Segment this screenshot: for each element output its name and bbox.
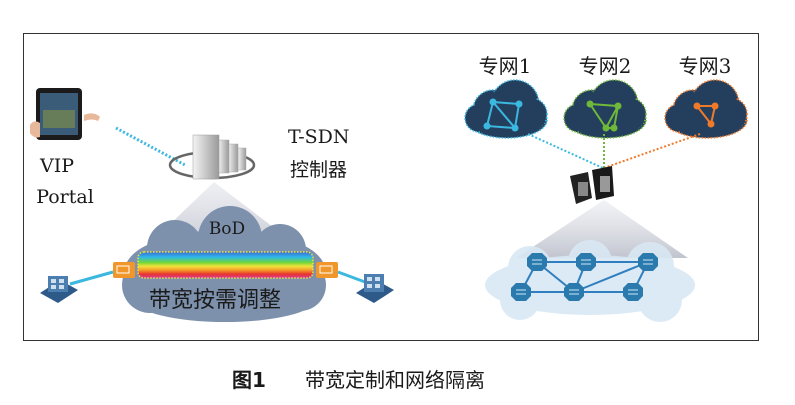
topology-link bbox=[486, 125, 516, 129]
topology-link bbox=[605, 105, 619, 129]
network-label-3: 专网3 bbox=[679, 54, 732, 78]
network-label-2: 专网2 bbox=[579, 54, 632, 78]
switch-node-icon bbox=[527, 253, 547, 271]
topology-node bbox=[602, 124, 610, 132]
topology-link bbox=[696, 105, 712, 125]
topology-node bbox=[483, 122, 491, 130]
building-icon bbox=[40, 276, 78, 303]
topology-link bbox=[486, 101, 494, 127]
edge-router-icon bbox=[113, 262, 135, 278]
access-link bbox=[69, 270, 114, 286]
network-link-1 bbox=[527, 133, 604, 169]
edge-router-icon bbox=[316, 262, 338, 278]
portal-label: VIP bbox=[39, 155, 74, 177]
server-icon bbox=[570, 166, 614, 204]
switch-node-icon bbox=[576, 253, 596, 271]
bod-label: BoD bbox=[209, 219, 245, 239]
transport-network-cloud bbox=[485, 240, 695, 322]
controller-server-icon bbox=[168, 134, 256, 180]
caption-title: 带宽定制和网络隔离 bbox=[305, 368, 485, 392]
controller-label-2: 控制器 bbox=[290, 159, 347, 181]
private-network-cloud-3 bbox=[664, 79, 748, 139]
switch-node-icon bbox=[623, 283, 643, 301]
switch-node-icon bbox=[564, 283, 584, 301]
network-link bbox=[573, 261, 649, 293]
controller-label: T-SDN bbox=[288, 126, 350, 148]
topology-node bbox=[489, 98, 497, 106]
topology-link bbox=[613, 105, 619, 129]
caption-number: 图1 bbox=[232, 368, 266, 392]
bandwidth-tube bbox=[137, 251, 314, 279]
private-network-cloud-1 bbox=[464, 79, 548, 139]
topology-node bbox=[515, 100, 523, 108]
network-label-1: 专网1 bbox=[479, 54, 532, 78]
topology-node bbox=[511, 124, 519, 132]
topology-node bbox=[711, 102, 719, 110]
private-network-cloud-2 bbox=[563, 79, 647, 139]
switch-node-icon bbox=[638, 253, 658, 271]
topology-node bbox=[610, 124, 618, 132]
topology-link bbox=[492, 101, 516, 129]
topology-link bbox=[589, 103, 607, 129]
switch-node-icon bbox=[511, 283, 531, 301]
topology-link bbox=[514, 103, 520, 129]
tablet-icon bbox=[30, 88, 100, 140]
topology-link bbox=[589, 103, 619, 107]
bandwidth-label: 带宽按需调整 bbox=[149, 288, 281, 313]
building-icon bbox=[356, 274, 394, 303]
portal-label-2: Portal bbox=[36, 186, 94, 208]
network-link-3 bbox=[603, 133, 701, 169]
access-link bbox=[337, 270, 366, 284]
topology-node bbox=[586, 100, 594, 108]
topology-node bbox=[693, 102, 701, 110]
topology-node bbox=[614, 102, 622, 110]
topology-link bbox=[492, 101, 520, 105]
topology-node bbox=[707, 120, 715, 128]
